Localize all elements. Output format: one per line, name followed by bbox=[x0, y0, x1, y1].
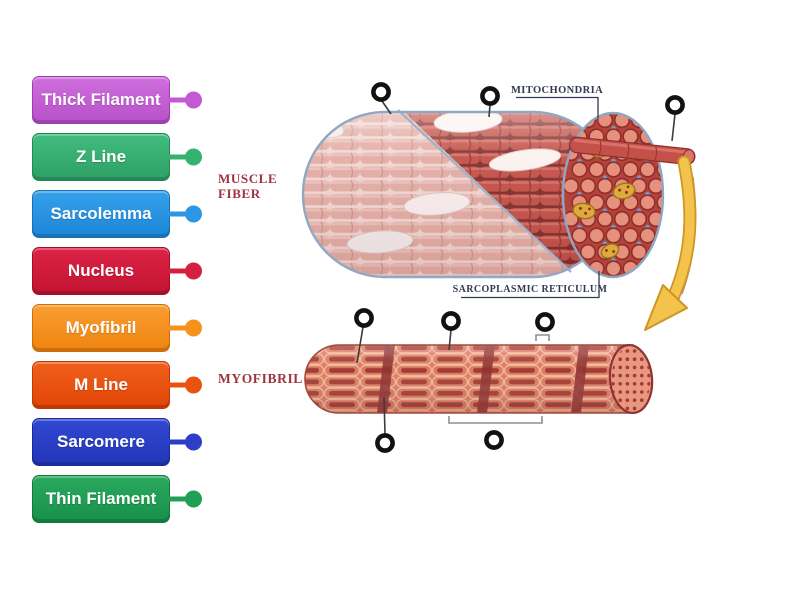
answer-slot[interactable] bbox=[354, 308, 374, 328]
connector-knob bbox=[185, 148, 202, 166]
protruding-myofibril bbox=[568, 136, 696, 165]
connector-stem bbox=[169, 382, 188, 388]
connector-stem bbox=[169, 211, 188, 217]
zoom-arrow bbox=[644, 155, 697, 331]
connector-knob bbox=[185, 205, 202, 223]
answer-markers bbox=[354, 82, 685, 453]
printed-annotations: MITOCHONDRIA SARCOPLASMIC RETICULUM MUSC… bbox=[218, 85, 607, 386]
connector-stem bbox=[169, 439, 188, 445]
answer-slot[interactable] bbox=[665, 95, 685, 115]
chip-label: M Line bbox=[74, 374, 128, 394]
connector-knob bbox=[185, 376, 202, 394]
chip-thin-filament[interactable]: Thin Filament bbox=[32, 475, 202, 523]
leader-lines bbox=[356, 100, 676, 435]
myofibril-illustration bbox=[304, 343, 654, 415]
chip-myofibril[interactable]: Myofibril bbox=[32, 304, 202, 352]
myofibril-end-face bbox=[608, 343, 654, 415]
connector-stem bbox=[169, 154, 188, 160]
chip-label: Nucleus bbox=[67, 260, 135, 280]
connector-knob bbox=[185, 262, 202, 280]
chip-label: Thin Filament bbox=[45, 488, 157, 508]
muscle-fiber-label-line2: FIBER bbox=[218, 186, 261, 201]
mitochondria-label: MITOCHONDRIA bbox=[511, 85, 603, 96]
range-brackets bbox=[448, 334, 550, 424]
muscle-fiber-label-line1: MUSCLE bbox=[218, 171, 277, 186]
answer-slot[interactable] bbox=[441, 311, 461, 331]
chip-label: Thick Filament bbox=[41, 89, 161, 109]
chip-sarcomere[interactable]: Sarcomere bbox=[32, 418, 202, 466]
chip-z-line[interactable]: Z Line bbox=[32, 133, 202, 181]
chip-sarcolemma[interactable]: Sarcolemma bbox=[32, 190, 202, 238]
answer-slot[interactable] bbox=[535, 312, 555, 332]
answer-slot[interactable] bbox=[480, 86, 500, 106]
myofibril-label: MYOFIBRIL bbox=[218, 371, 303, 386]
chip-label: Sarcolemma bbox=[50, 203, 152, 223]
connector-knob bbox=[185, 91, 202, 109]
connector-stem bbox=[169, 268, 188, 274]
chip-label: Z Line bbox=[75, 146, 127, 166]
connector-stem bbox=[169, 325, 188, 331]
chip-nucleus[interactable]: Nucleus bbox=[32, 247, 202, 295]
sarcoplasmic-reticulum-label: SARCOPLASMIC RETICULUM bbox=[453, 284, 608, 295]
connector-stem bbox=[169, 97, 188, 103]
connector-stem bbox=[169, 496, 188, 502]
connector-knob bbox=[185, 490, 202, 508]
chip-m-line[interactable]: M Line bbox=[32, 361, 202, 409]
answer-slot[interactable] bbox=[375, 433, 395, 453]
chip-thick-filament[interactable]: Thick Filament bbox=[32, 76, 202, 124]
chip-label: Myofibril bbox=[65, 317, 137, 337]
chip-label: Sarcomere bbox=[57, 431, 145, 451]
muscle-fiber-illustration bbox=[301, 109, 696, 279]
answer-slot[interactable] bbox=[484, 430, 504, 450]
connector-knob bbox=[185, 433, 202, 451]
connector-knob bbox=[185, 319, 202, 337]
answer-slot[interactable] bbox=[371, 82, 391, 102]
cutaway-edge bbox=[397, 109, 572, 273]
fiber-cross-section bbox=[561, 111, 665, 279]
